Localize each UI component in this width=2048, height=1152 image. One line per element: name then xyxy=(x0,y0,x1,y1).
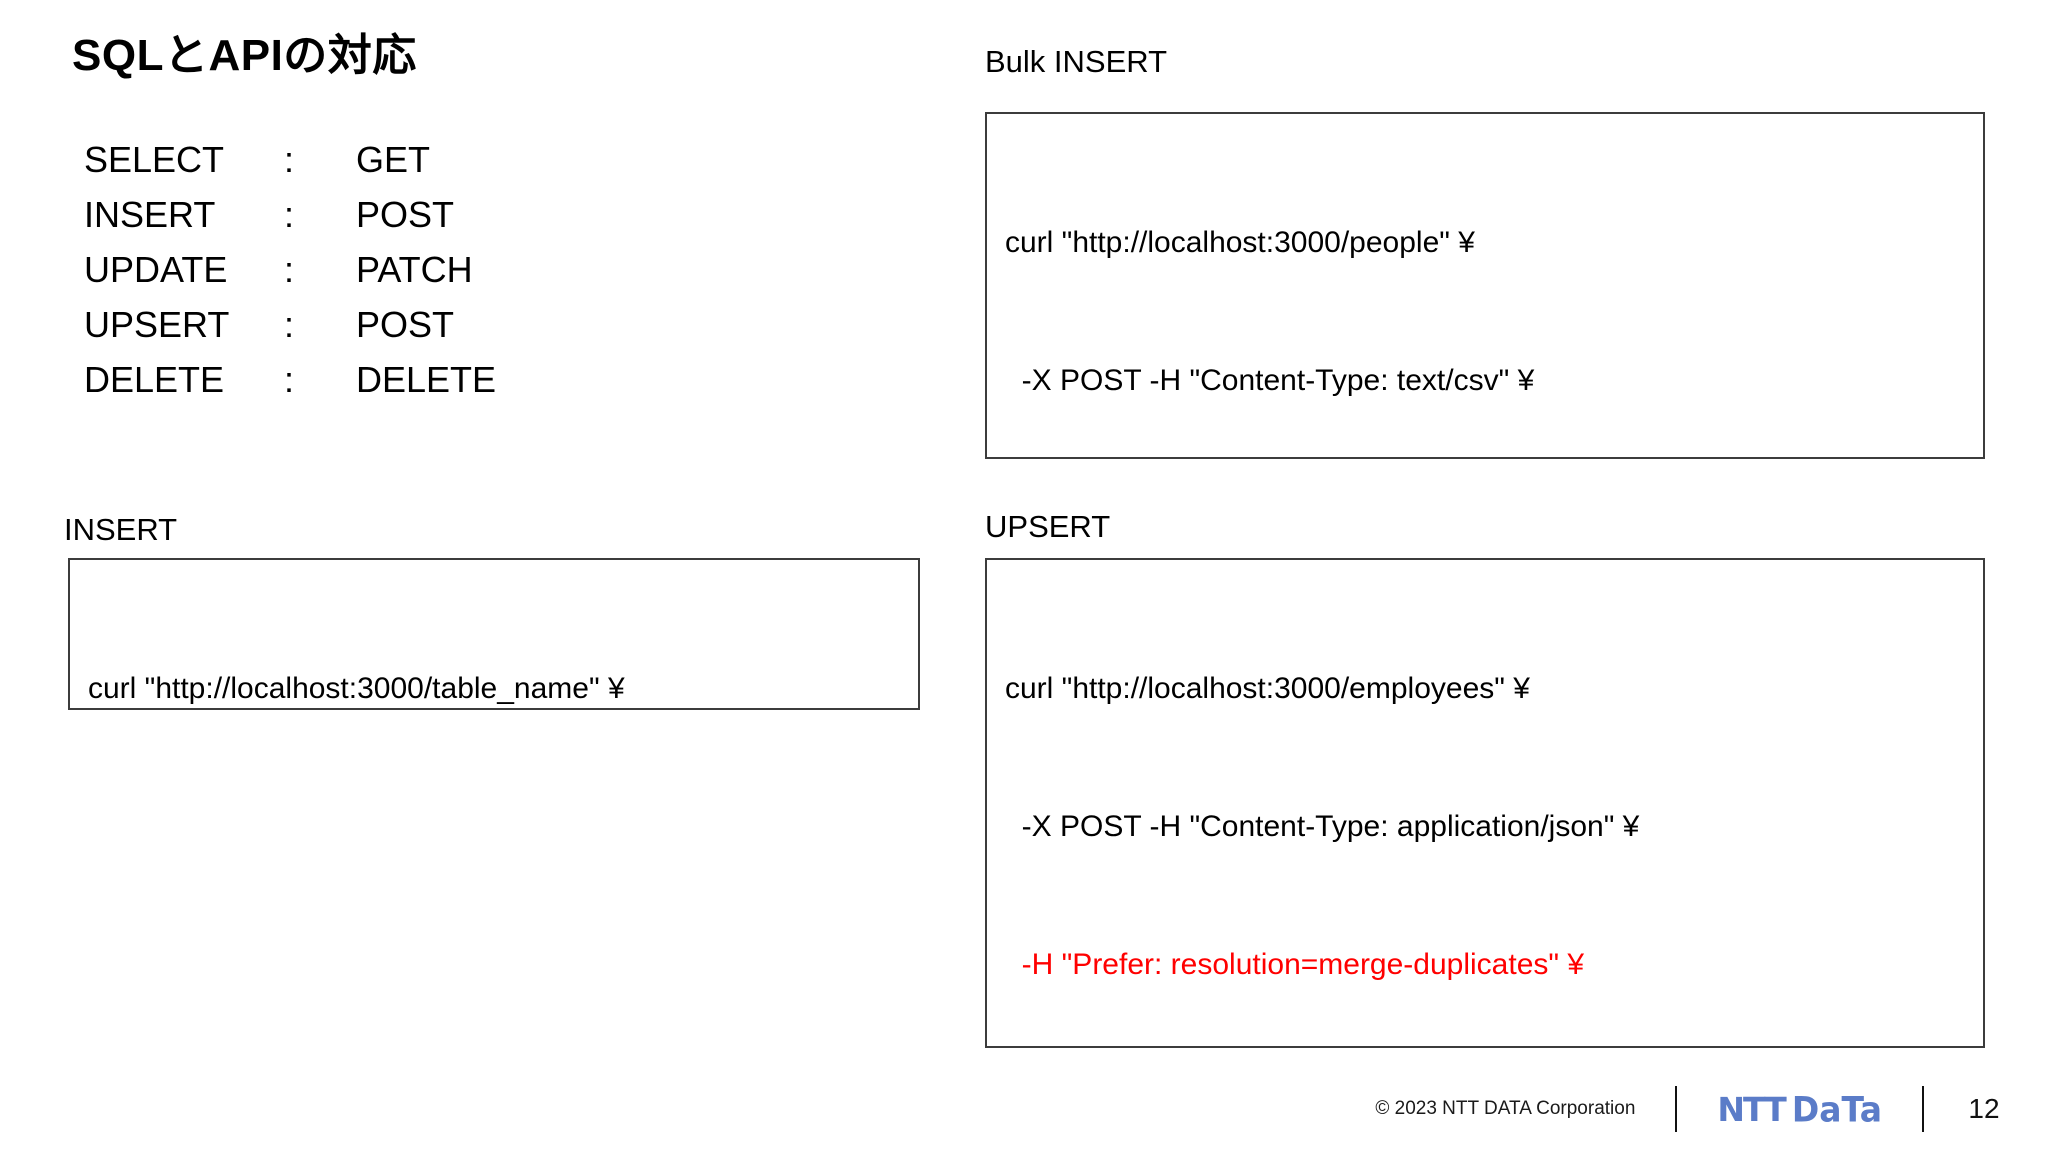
mapping-http-method: POST xyxy=(356,304,455,345)
section-caption-insert: INSERT xyxy=(64,512,178,547)
mapping-http-method: DELETE xyxy=(356,359,497,400)
mapping-sql-keyword: UPDATE xyxy=(84,249,228,290)
table-row: DELETE : DELETE xyxy=(84,352,496,407)
ntt-data-logo: NTT DaTa xyxy=(1717,1088,1882,1130)
code-line: -X POST -H "Content-Type: text/csv" ¥ xyxy=(1005,364,1535,397)
code-line: curl "http://localhost:3000/people" ¥ xyxy=(1005,226,1475,259)
mapping-sql-keyword: UPSERT xyxy=(84,304,230,345)
mapping-colon: : xyxy=(284,249,295,290)
mapping-sql-keyword: DELETE xyxy=(84,359,225,400)
mapping-sql-keyword: SELECT xyxy=(84,139,225,180)
code-block-insert: curl "http://localhost:3000/table_name" … xyxy=(68,558,920,710)
code-block-upsert: curl "http://localhost:3000/employees" ¥… xyxy=(985,558,1985,1048)
page-title: SQLとAPIの対応 xyxy=(72,31,417,80)
mapping-colon: : xyxy=(284,304,295,345)
mapping-http-method: PATCH xyxy=(356,249,473,290)
copyright-text: © 2023 NTT DATA Corporation xyxy=(1375,1098,1636,1119)
slide-footer: © 2023 NTT DATA Corporation NTT DaTa 12 xyxy=(0,1066,2048,1152)
mapping-body: SELECT : GET INSERT : POST UPDATE : PATC… xyxy=(84,132,496,407)
mapping-colon: : xyxy=(284,194,295,235)
sql-api-mapping-table: SELECT : GET INSERT : POST UPDATE : PATC… xyxy=(84,132,496,407)
code-block-bulk-insert: curl "http://localhost:3000/people" ¥ -X… xyxy=(985,112,1985,459)
page-number: 12 xyxy=(1968,1093,2000,1124)
table-row: SELECT : GET xyxy=(84,132,496,187)
footer-divider xyxy=(1922,1086,1924,1132)
code-line: curl "http://localhost:3000/table_name" … xyxy=(88,672,625,705)
table-row: UPSERT : POST xyxy=(84,297,496,352)
footer-divider xyxy=(1675,1086,1678,1132)
table-row: INSERT : POST xyxy=(84,187,496,242)
mapping-colon: : xyxy=(284,359,295,400)
table-row: UPDATE : PATCH xyxy=(84,242,496,297)
mapping-http-method: GET xyxy=(356,139,431,180)
mapping-sql-keyword: INSERT xyxy=(84,194,216,235)
logo-data-text: DaTa xyxy=(1791,1088,1882,1130)
section-caption-upsert: UPSERT xyxy=(985,509,1111,544)
code-line: -X POST -H "Content-Type: application/js… xyxy=(1005,810,1640,843)
code-line: curl "http://localhost:3000/employees" ¥ xyxy=(1005,672,1530,705)
section-caption-bulk-insert: Bulk INSERT xyxy=(985,44,1168,79)
mapping-colon: : xyxy=(284,139,295,180)
mapping-http-method: POST xyxy=(356,194,455,235)
logo-ntt-text: NTT xyxy=(1717,1089,1786,1129)
code-line-highlighted: -H "Prefer: resolution=merge-duplicates"… xyxy=(1005,948,1585,981)
